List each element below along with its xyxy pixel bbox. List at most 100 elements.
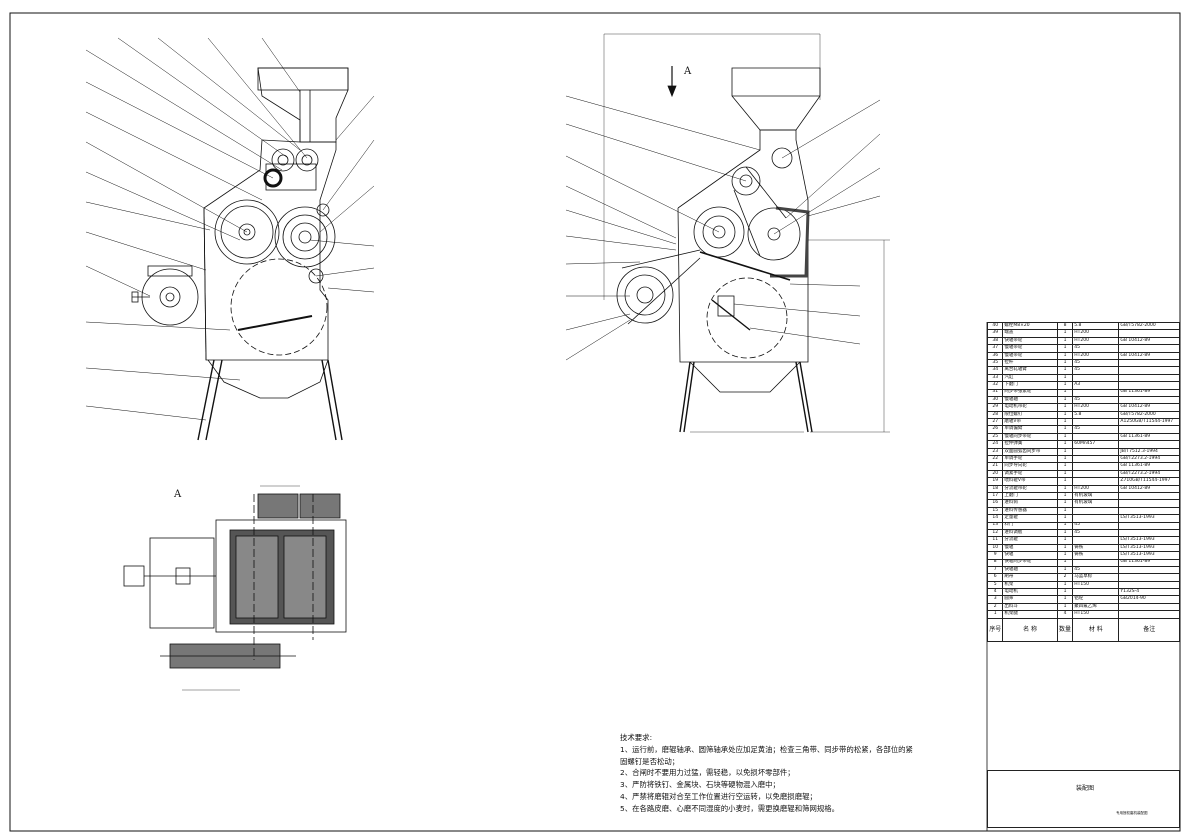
bom-cell: 36 — [986, 351, 1004, 360]
bom-cell: 35 — [986, 358, 1004, 368]
bom-cell: 28 — [986, 410, 1004, 420]
note-line: 固螺钉是否松动； — [620, 756, 680, 766]
bom-cell: 进料传感器 — [1002, 506, 1058, 516]
bom-cell: A1250GB/T11544-1997 — [1118, 418, 1180, 427]
bom-cell — [1072, 506, 1120, 516]
bom-cell: LS/T3513-1993 — [1118, 514, 1180, 523]
bom-cell: 1 — [1056, 329, 1074, 338]
bom-cell — [1118, 565, 1180, 575]
bom-cell: 45 — [1072, 344, 1120, 353]
bom-cell: 快辊 — [1002, 551, 1058, 560]
bom-cell: 20 — [986, 469, 1004, 479]
bom-cell: GB 11361-89 — [1118, 558, 1180, 567]
bom-cell: 铝砼 — [1072, 595, 1120, 604]
bom-cell: 磨辊V带 — [1002, 418, 1058, 427]
bom-cell: 聚四氟乙烯 — [1072, 602, 1120, 612]
bom-cell: 27 — [986, 418, 1004, 427]
bom-cell: 快辊轴 — [1002, 565, 1058, 575]
bom-cell: 单调手轮 — [1002, 455, 1058, 464]
bom-cell: 5.8 — [1072, 410, 1120, 420]
bom-cell: 1 — [1056, 543, 1074, 553]
bom-cell — [1072, 447, 1120, 457]
bom-cell: 33 — [986, 373, 1004, 383]
bom-cell: GB2014-90 — [1118, 595, 1180, 604]
bom-cell: HT150 — [1072, 580, 1120, 590]
bom-cell: 1 — [1056, 565, 1074, 575]
bom-cell — [1118, 521, 1180, 530]
bom-cell: HT200 — [1072, 336, 1120, 346]
bom-cell — [1118, 440, 1180, 449]
bom-cell: 18 — [986, 484, 1004, 494]
bom-header-cell: 数量 — [1056, 617, 1074, 642]
bom-cell — [1118, 395, 1180, 405]
notes-title: 技术要求: — [620, 733, 653, 742]
bom-cell: 螺栓M8×20 — [1002, 321, 1058, 331]
bom-cell: 1 — [1056, 588, 1074, 597]
bom-cell: 1 — [1056, 602, 1074, 612]
bom-cell: 45 — [1072, 395, 1120, 405]
bom-cell: 快辊同步带轮 — [1002, 558, 1058, 567]
bom-cell: 1 — [1056, 462, 1074, 471]
bom-cell: 6 — [986, 573, 1004, 582]
bom-cell: 慢辊带轮 — [1002, 344, 1058, 353]
bom-cell: HT200 — [1072, 351, 1120, 360]
bom-cell — [1118, 573, 1180, 582]
bom-cell — [1118, 528, 1180, 538]
view-a-label: A — [174, 489, 182, 500]
bom-cell: 有机玻璃 — [1072, 491, 1120, 501]
bom-cell: 40 — [986, 321, 1004, 331]
bom-cell: 拉伸弹簧 — [1002, 440, 1058, 449]
bom-cell: 29 — [986, 403, 1004, 412]
bom-cell: 双面圆弧齿同步带 — [1002, 447, 1058, 457]
bom-header-row: 序号名 称数量材 料备注 — [986, 617, 1180, 642]
bom-cell: 1 — [1056, 425, 1074, 434]
bom-cell — [1118, 499, 1180, 508]
bom-cell: 1 — [1056, 477, 1074, 486]
bom-cell: 1 — [1056, 491, 1074, 501]
bom-cell — [1118, 344, 1180, 353]
bom-cell: GB 10412-89 — [1118, 403, 1180, 412]
bom-cell — [1118, 381, 1180, 390]
view-a — [123, 485, 347, 691]
bom-cell: 22 — [986, 455, 1004, 464]
bom-cell: 14 — [986, 514, 1004, 523]
bom-cell: 调紧手轮 — [1002, 469, 1058, 479]
bom-cell: 25 — [986, 432, 1004, 442]
note-line: 3、严防将铁钉、金属块、石块等硬物混入磨中； — [620, 780, 780, 790]
bom-cell: Z710GB/T11544-1997 — [1118, 477, 1180, 486]
bom-cell: 慢辊带轮 — [1002, 351, 1058, 360]
bom-cell: 进料调板 — [1002, 528, 1058, 538]
bom-cell: 8 — [1056, 321, 1074, 331]
bom-cell: 1 — [1056, 447, 1074, 457]
bom-cell: 进料筒 — [1002, 499, 1058, 508]
bom-cell — [1118, 373, 1180, 383]
bom-cell — [1072, 536, 1120, 545]
bom-cell: HT200 — [1072, 484, 1120, 494]
bom-header-cell: 名 称 — [1002, 617, 1058, 642]
bom-cell: 1 — [1056, 373, 1074, 383]
bom-cell: 上磨门 — [1002, 491, 1058, 501]
bom-cell: JB/T7512.3-1994 — [1118, 447, 1180, 457]
bom-cell: 1 — [1056, 395, 1074, 405]
bom-header-cell: 材 料 — [1072, 617, 1120, 642]
bom-cell: 12 — [986, 528, 1004, 538]
title-block: 装配图 专用授权磨机装配图 — [987, 770, 1180, 828]
bom-cell: 5 — [986, 580, 1004, 590]
bom-cell: 45 — [1072, 565, 1120, 575]
bom-cell: GB 10412-89 — [1118, 336, 1180, 346]
bom-cell: GB 10412-89 — [1118, 351, 1180, 360]
